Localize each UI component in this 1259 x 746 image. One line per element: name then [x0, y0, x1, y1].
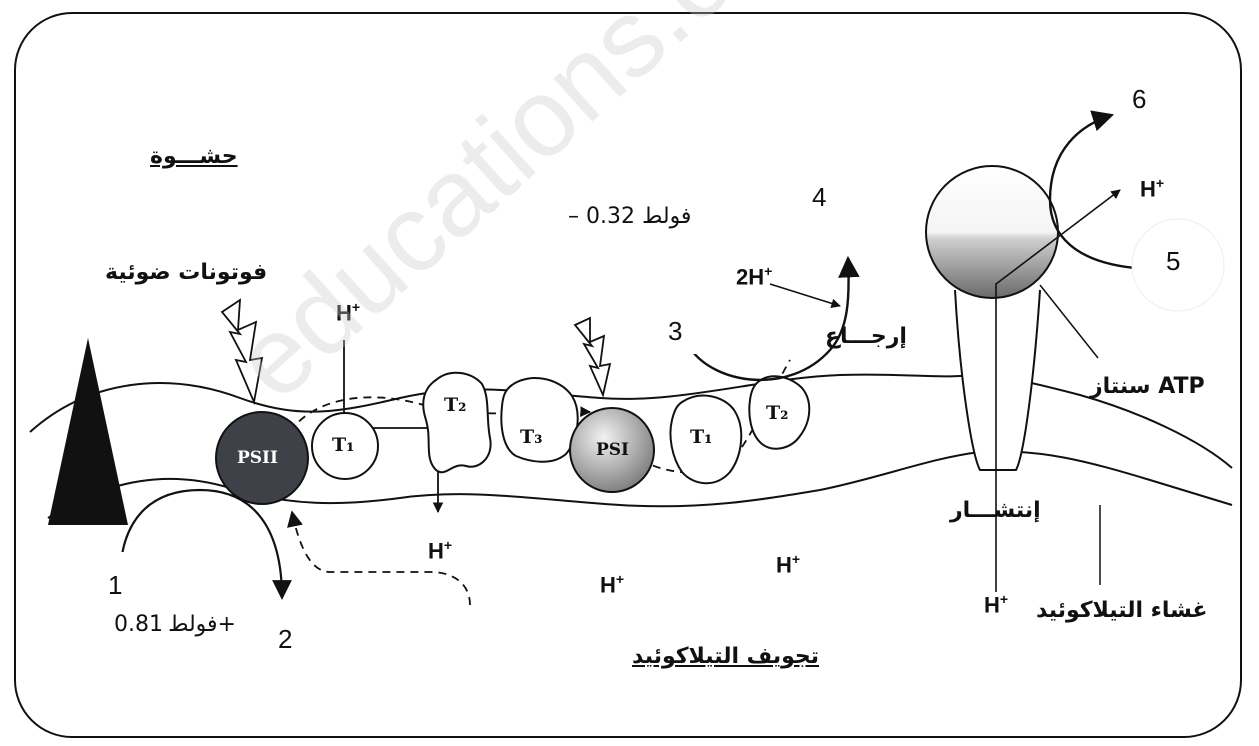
- membrane-upper-line: [29, 373, 1233, 469]
- h-plus-atp-bottom: H+: [984, 592, 1008, 616]
- t2-right-complex: [748, 375, 811, 450]
- h-text: H: [428, 538, 444, 564]
- t2-right-label: T₂: [766, 402, 789, 424]
- two-h-plus-label: 2H+: [736, 264, 772, 288]
- number-3: 3: [668, 316, 683, 346]
- h-plus-lumen-2: H+: [600, 572, 624, 596]
- diffusion-label: إنتشـــار: [950, 498, 1041, 523]
- water-splitting-arrow: [118, 488, 292, 600]
- number-2: 2: [278, 624, 293, 654]
- photons-label: فوتونات ضوئية: [105, 260, 268, 285]
- diagram-frame: [14, 12, 1242, 738]
- two-h-plus-sign: +: [764, 263, 773, 279]
- voltage-bottom-value: 0.81+: [114, 612, 236, 637]
- stroma-label: حشـــوة: [150, 144, 238, 169]
- atp-synthase-leader-line: [1039, 284, 1099, 359]
- h-text: H: [600, 572, 616, 598]
- t1-left-label: T₁: [332, 434, 355, 456]
- lightning-bolt-icon-right: [573, 316, 612, 398]
- answer-ellipse-5: [1131, 218, 1225, 312]
- number-6: 6: [1132, 84, 1147, 114]
- number-5: 5: [1166, 246, 1181, 276]
- number-4: 4: [812, 182, 827, 212]
- plus-sign: +: [791, 551, 801, 567]
- answer-ellipse-6: [1106, 68, 1190, 124]
- t1-left-complex: [311, 412, 379, 480]
- voltage-bottom-label: فولط 0.81+: [104, 614, 236, 636]
- h-plus-lumen-3: H+: [776, 552, 800, 576]
- t3-label: T₃: [520, 426, 543, 448]
- t2-left-complex: [422, 371, 492, 474]
- psi-label: PSI: [596, 440, 630, 460]
- atp-synthesis-arrow: [1048, 110, 1136, 270]
- two-h-text: 2H: [736, 264, 765, 290]
- t2-left-label: T₂: [444, 394, 467, 416]
- answer-box-3: [618, 300, 738, 354]
- two-h-arrow: [769, 283, 841, 308]
- plus-sign: +: [443, 537, 453, 553]
- plus-sign: +: [351, 299, 361, 315]
- answer-box-4: [736, 168, 906, 244]
- h-plus-upper-label: H+: [336, 300, 360, 324]
- reduction-label: إرجـــاع: [825, 324, 907, 349]
- answer-box-2: [258, 608, 520, 688]
- plus-sign: +: [615, 571, 625, 587]
- number-1: 1: [108, 570, 123, 600]
- t1-right-label: T₁: [690, 426, 713, 448]
- electron-path-dashed-upper: [289, 396, 541, 433]
- atp-synthase-text: ATP سنتاز: [1090, 374, 1205, 399]
- thylakoid-membrane-label: غشاء التيلاكوئيد: [1036, 598, 1208, 623]
- reduction-arrow: [689, 255, 860, 381]
- h-plus-stroma-right: H+: [1140, 176, 1164, 200]
- plus-sign: +: [999, 591, 1009, 607]
- t3-complex: [500, 377, 579, 463]
- electron-path-dashed: [287, 510, 471, 606]
- t1-right-complex: [669, 394, 743, 485]
- atp-synthase-stalk: [954, 289, 1041, 471]
- voltage-bottom-unit: فولط: [168, 612, 218, 637]
- thylakoid-lumen-label: تجويف التيلاكوئيد: [632, 644, 820, 669]
- atp-synthase-label: ATP سنتاز: [1090, 376, 1205, 398]
- plus-sign: +: [1155, 175, 1165, 191]
- h-text: H: [984, 592, 1000, 618]
- h-text: H: [1140, 176, 1156, 202]
- h-text: H: [336, 300, 352, 326]
- h-text: H: [776, 552, 792, 578]
- h-plus-lumen-1: H+: [428, 538, 452, 562]
- atp-proton-channel: [995, 189, 1121, 592]
- psi-complex: [569, 407, 655, 493]
- lightning-bolt-icon-left: [220, 298, 264, 406]
- energy-triangle-icon: [48, 338, 128, 525]
- psii-complex: [215, 411, 309, 505]
- answer-box-1: [96, 552, 166, 594]
- voltage-top-text: – 0.32 فولط: [568, 204, 692, 229]
- psii-label: PSII: [237, 448, 278, 468]
- answer-box-top: [352, 68, 858, 148]
- voltage-top-label: – 0.32 فولط: [568, 206, 691, 228]
- atp-synthase-head: [925, 165, 1059, 299]
